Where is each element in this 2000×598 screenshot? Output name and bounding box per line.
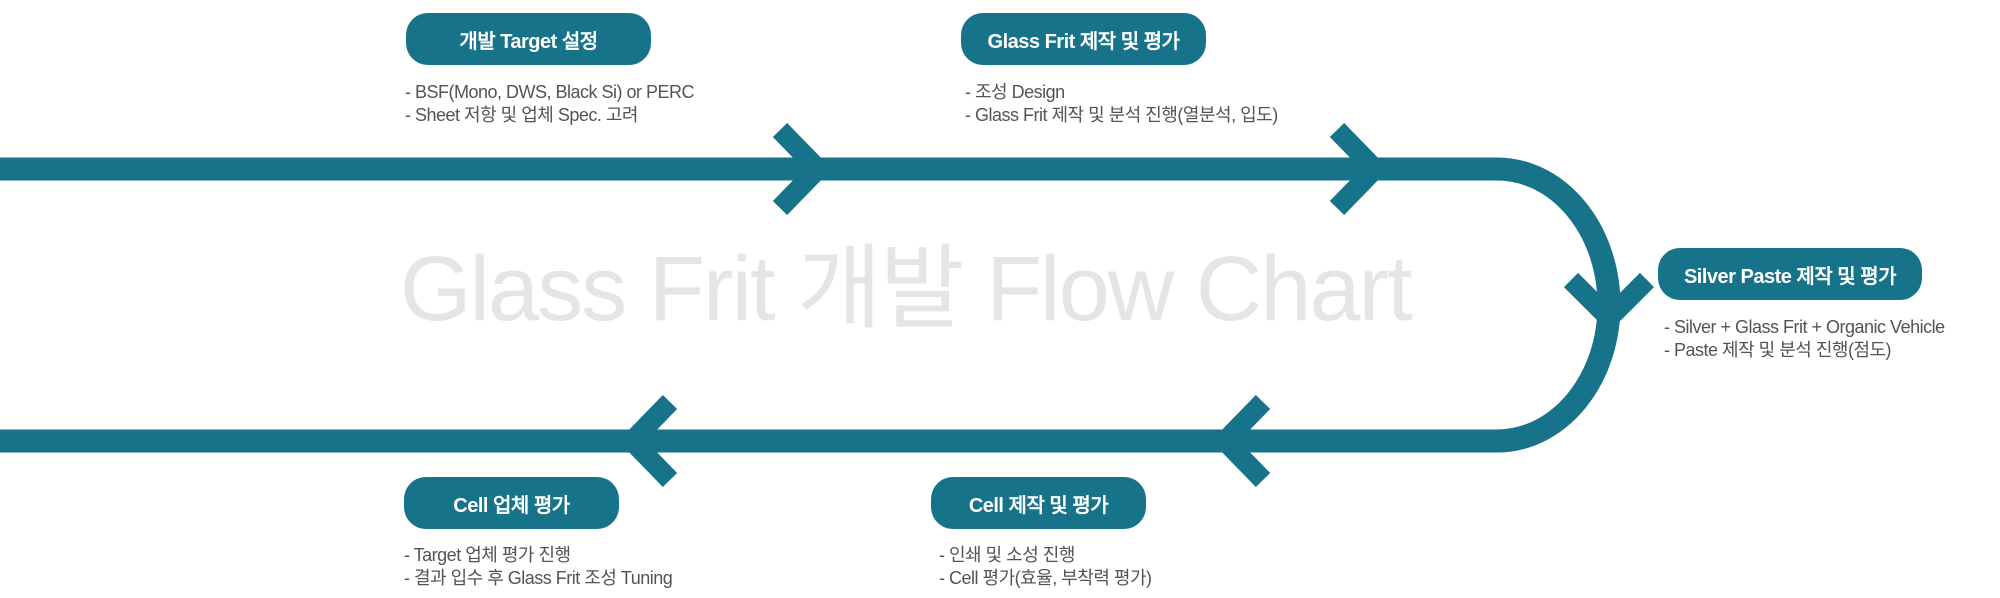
- arrow-down-icon: [1563, 272, 1655, 333]
- desc-line: - Target 업체 평가 진행: [404, 545, 571, 565]
- desc-line: - Glass Frit 제작 및 분석 진행(열분석, 입도): [965, 105, 1278, 125]
- watermark-title: Glass Frit 개발 Flow Chart: [400, 238, 1413, 340]
- desc-line: - Paste 제작 및 분석 진행(점도): [1664, 340, 1892, 360]
- arrow-left-icon: [618, 395, 678, 487]
- desc-line: - BSF(Mono, DWS, Black Si) or PERC: [405, 82, 695, 102]
- flow-line: [0, 157, 1621, 453]
- step-pill-glass-frit: Glass Frit 제작 및 평가: [961, 13, 1206, 65]
- desc-line: - Silver + Glass Frit + Organic Vehicle: [1664, 317, 1945, 337]
- desc-line: - 결과 입수 후 Glass Frit 조성 Tuning: [404, 568, 673, 588]
- step-pill-silver-paste: Silver Paste 제작 및 평가: [1658, 248, 1922, 300]
- step-desc-cell-vendor: - Target 업체 평가 진행 - 결과 입수 후 Glass Frit 조…: [404, 544, 673, 590]
- step-pill-target: 개발 Target 설정: [406, 13, 651, 65]
- desc-line: - 인쇄 및 소성 진행: [939, 545, 1075, 565]
- step-pill-cell-fabrication: Cell 제작 및 평가: [931, 477, 1146, 529]
- arrow-right-icon: [1329, 123, 1389, 215]
- step-desc-silver-paste: - Silver + Glass Frit + Organic Vehicle …: [1664, 316, 1945, 362]
- step-desc-cell-fabrication: - 인쇄 및 소성 진행 - Cell 평가(효율, 부착력 평가): [939, 544, 1152, 590]
- desc-line: - Cell 평가(효율, 부착력 평가): [939, 568, 1152, 588]
- arrow-right-icon: [772, 123, 832, 215]
- step-pill-cell-vendor: Cell 업체 평가: [404, 477, 619, 529]
- desc-line: - Sheet 저항 및 업체 Spec. 고려: [405, 105, 639, 125]
- step-desc-glass-frit: - 조성 Design - Glass Frit 제작 및 분석 진행(열분석,…: [965, 81, 1278, 127]
- step-desc-target: - BSF(Mono, DWS, Black Si) or PERC - She…: [405, 81, 695, 127]
- arrow-left-icon: [1211, 395, 1271, 487]
- desc-line: - 조성 Design: [965, 82, 1065, 102]
